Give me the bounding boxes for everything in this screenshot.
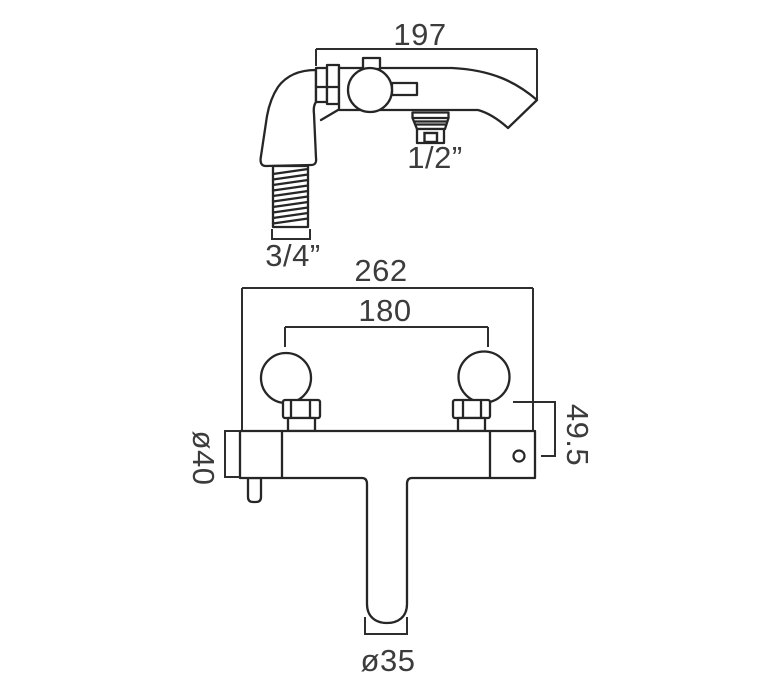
wall-union-right: [451, 350, 511, 433]
dim-dia-40-label: ø40: [186, 431, 221, 486]
handle-screw: [512, 449, 526, 463]
dim-197-label: 197: [393, 17, 446, 52]
dimensions: 197 1/2” 3/4” 262 180 49.5 ø40: [186, 17, 595, 678]
shower-handset: [259, 68, 318, 168]
body-section-lines: [280, 429, 492, 480]
dim-three-quarter-label: 3/4”: [265, 238, 320, 273]
side-view: [259, 56, 539, 229]
dim-262: 262: [241, 253, 534, 431]
wall-union-left: [259, 351, 322, 433]
dim-180: 180: [284, 293, 489, 347]
dim-197: 197: [315, 17, 538, 99]
union-nut-left: [281, 398, 322, 420]
dim-180-label: 180: [358, 293, 411, 328]
dim-dia-35: ø35: [361, 617, 416, 678]
union-elbow-right: [457, 350, 511, 404]
dim-three-quarter: 3/4”: [265, 229, 320, 273]
union-elbow-left: [259, 351, 313, 405]
dim-dia-40: ø40: [186, 430, 240, 486]
control-knob: [346, 66, 394, 114]
mixer-body-front: [238, 429, 537, 625]
hose-ribs: [271, 167, 310, 225]
dim-49-5: 49.5: [513, 401, 595, 466]
union-nut-right: [451, 398, 492, 420]
flow-lever: [390, 81, 419, 97]
hose-nut: [314, 63, 341, 106]
dim-dia-35-label: ø35: [361, 643, 416, 678]
dim-half-inch-label: 1/2”: [407, 140, 462, 175]
outlet-connector: [411, 111, 450, 145]
front-view: [238, 350, 537, 625]
diverter-pull: [246, 476, 263, 504]
body-underside-edge: [319, 108, 340, 122]
dim-262-label: 262: [354, 253, 407, 288]
shower-hose: [271, 164, 310, 229]
dim-49-5-label: 49.5: [560, 404, 595, 466]
